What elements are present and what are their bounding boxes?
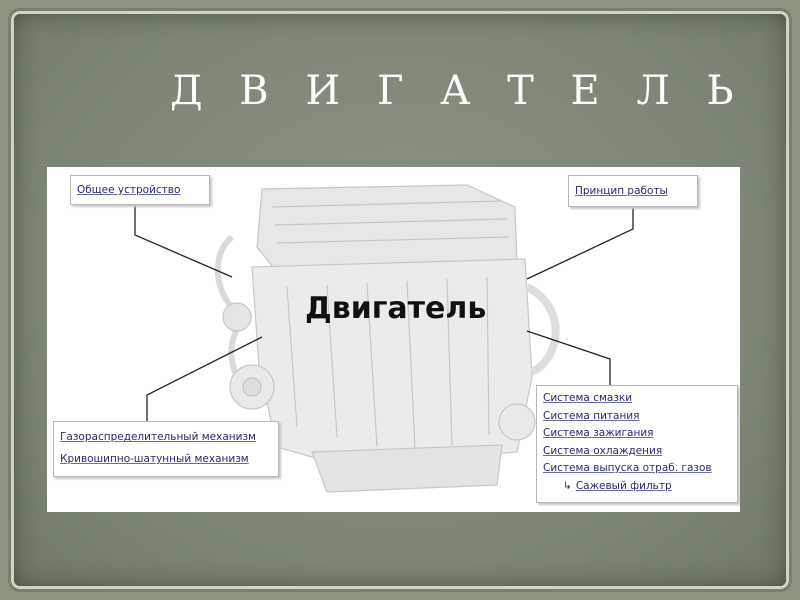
systems-box: Система смазки Система питания Система з… [536,385,738,503]
operating-principle-link[interactable]: Принцип работы [568,175,698,207]
connector-principle [526,207,634,280]
system-link-exhaust[interactable]: Система выпуска отраб. газов [543,462,712,474]
general-structure-label: Общее устройство [77,184,181,196]
system-link-lubrication[interactable]: Система смазки [543,392,633,404]
mechanism-link-crank[interactable]: Кривошипно-шатунный механизм [60,453,249,465]
system-link-ignition[interactable]: Система зажигания [543,427,654,439]
system-link-cooling[interactable]: Система охлаждения [543,444,663,457]
engine-diagram: Двигатель Общее устройство Принцип работ… [47,167,740,512]
connector-general [134,205,233,278]
operating-principle-label: Принцип работы [575,185,668,197]
engine-center-label: Двигатель [305,291,487,326]
engine-illustration [134,184,634,493]
connector-mechanisms [146,336,263,421]
mechanisms-box: Газораспределительный механизм Кривошипн… [53,421,279,477]
system-link-particulate-filter[interactable]: Сажевый фильтр [543,478,731,496]
mechanism-link-timing[interactable]: Газораспределительный механизм [60,431,256,443]
system-link-fuel[interactable]: Система питания [543,409,640,422]
connector-systems [526,330,611,385]
general-structure-link[interactable]: Общее устройство [70,175,210,205]
slide-title: Д В И Г А Т Е Л Ь [170,68,746,114]
